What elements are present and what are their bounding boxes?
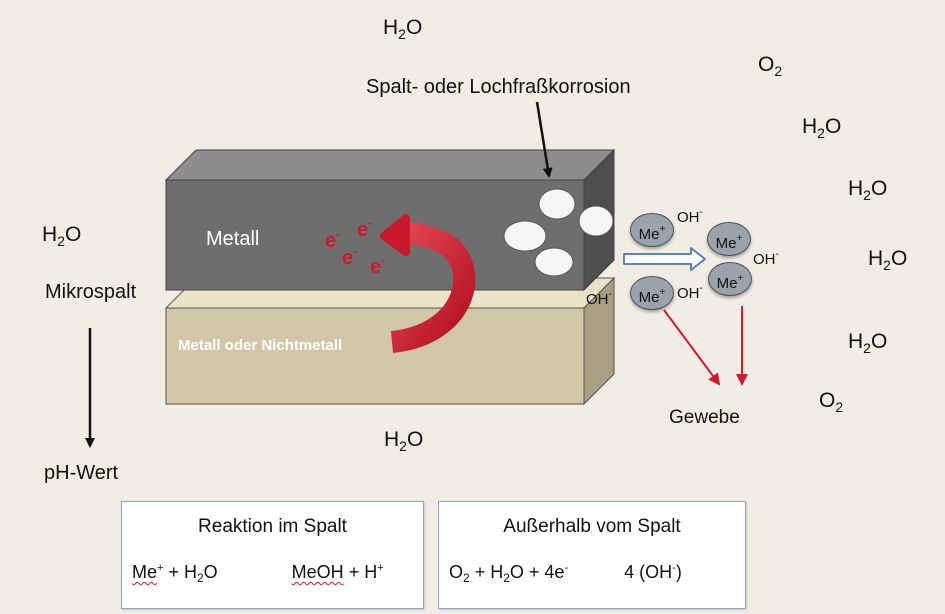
hydroxide-ion: OH- [677, 207, 703, 226]
corrosion-pits [503, 188, 614, 277]
water-molecule: H2O [384, 428, 424, 454]
pit [538, 188, 576, 220]
water-molecule: H2O [42, 223, 82, 249]
tissue-label: Gewebe [669, 407, 740, 428]
hydroxide-ion: OH- [586, 289, 612, 308]
corrosion-label: Spalt- oder Lochfraßkorrosion [366, 76, 631, 98]
oxygen-molecule: O2 [819, 389, 844, 415]
reaction-outside-box: Außerhalb vom Spalt O2 + H2O + 4e-4 (OH-… [438, 501, 746, 609]
hydroxide-ion: OH- [753, 249, 779, 268]
ph-label: pH-Wert [44, 462, 119, 484]
electron: e- [342, 244, 358, 269]
tissue-arrow [663, 309, 721, 386]
microgap-label: Mikrospalt [45, 281, 137, 303]
reaction-inside-title: Reaktion im Spalt [198, 516, 347, 537]
metal-ion: Me+ [630, 213, 674, 247]
reaction-outside-title: Außerhalb vom Spalt [503, 516, 681, 537]
corrosion-pointer-arrow [535, 101, 553, 178]
metal-or-nonmetal-label: Metall oder Nichtmetall [178, 337, 343, 354]
pit [534, 247, 574, 277]
water-molecule: H2O [848, 330, 888, 356]
water-molecule: H2O [802, 115, 842, 141]
hydroxide-ion: OH- [677, 283, 703, 302]
oxygen-molecule: O2 [758, 53, 783, 79]
electron-flow-arrow [380, 214, 476, 353]
electron: e- [357, 216, 373, 241]
metal-ion: Me+ [630, 276, 674, 310]
ion-release-arrow [623, 247, 706, 271]
reaction-outside-equation: O2 + H2O + 4e-4 (OH-) [449, 562, 682, 585]
electron: e- [370, 253, 386, 278]
water-molecule: H2O [383, 16, 423, 42]
pit [503, 220, 547, 252]
metal-label: Metall [206, 228, 260, 250]
water-molecule: H2O [848, 177, 888, 203]
electron: e- [325, 227, 341, 252]
water-molecule: H2O [868, 247, 908, 273]
pit [578, 205, 614, 237]
metal-ion: Me+ [707, 222, 751, 256]
metal-ion: Me+ [708, 262, 752, 296]
